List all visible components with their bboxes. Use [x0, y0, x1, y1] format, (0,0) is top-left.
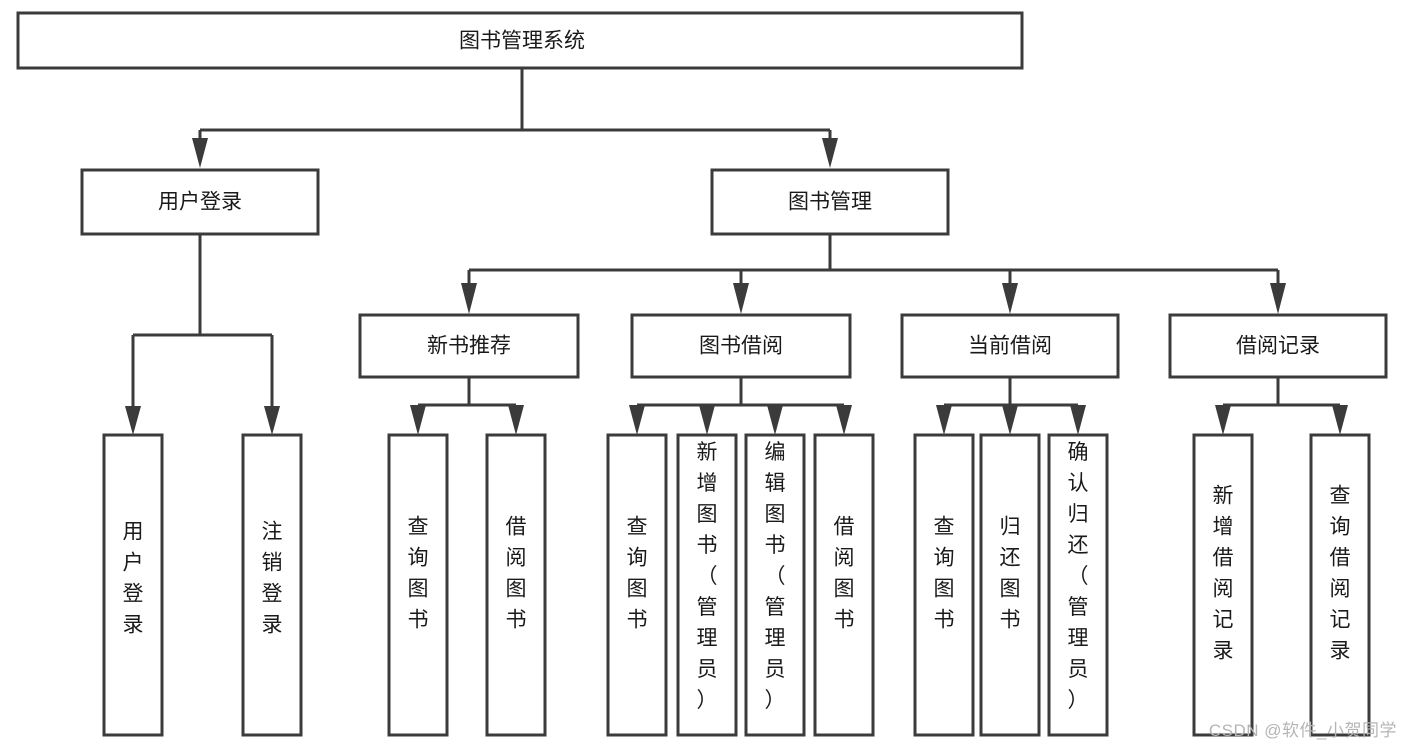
connector-current-borrow-to-leaves	[936, 377, 1086, 435]
node-new-book-rec[interactable]: 新书推荐	[358, 313, 580, 379]
node-borrow-record-box[interactable]	[1168, 313, 1388, 379]
node-current-borrow[interactable]: 当前借阅	[900, 313, 1120, 379]
arrowhead-user-login	[192, 138, 208, 168]
arrowhead-leaf-query-book-c	[936, 405, 952, 435]
arrowhead-leaf-query-book-rec	[410, 405, 426, 435]
node-leaf-return-book-label: 归还图书	[1000, 516, 1021, 632]
node-leaf-query-book-rec-label: 查询图书	[408, 516, 429, 632]
arrowhead-leaf-borrow-book-rec	[508, 405, 524, 435]
node-book-manage-box[interactable]	[710, 168, 950, 236]
node-root-box[interactable]	[16, 11, 1024, 70]
connector-book-manage-to-level3	[461, 234, 1286, 314]
arrowhead-book-manage	[822, 138, 838, 168]
node-leaf-user-login-label: 用户登录	[123, 521, 144, 637]
node-leaf-query-book-c[interactable]: 查询图书	[913, 433, 975, 737]
node-leaf-add-record[interactable]: 新增借阅记录	[1192, 433, 1254, 737]
node-book-borrow-label: 图书借阅	[699, 335, 783, 358]
node-leaf-user-logout-box[interactable]	[241, 433, 303, 737]
node-user-login[interactable]: 用户登录	[80, 168, 320, 236]
connector-root-to-level2	[192, 68, 838, 168]
node-leaf-query-record-box[interactable]	[1309, 433, 1371, 737]
node-leaf-user-logout[interactable]: 注销登录	[241, 433, 303, 737]
arrowhead-leaf-add-record	[1215, 405, 1231, 435]
node-leaf-borrow-book-rec[interactable]: 借阅图书	[485, 433, 547, 737]
arrowhead-leaf-query-book-b	[629, 405, 645, 435]
node-borrow-record[interactable]: 借阅记录	[1168, 313, 1388, 379]
node-current-borrow-label: 当前借阅	[968, 335, 1052, 358]
arrowhead-leaf-confirm-return	[1070, 405, 1086, 435]
node-leaf-edit-book-label: 编辑图书（管理员）	[765, 441, 786, 712]
node-leaf-return-book[interactable]: 归还图书	[979, 433, 1041, 737]
connector-user-login-to-leaves	[125, 234, 280, 435]
node-borrow-record-label: 借阅记录	[1236, 335, 1320, 358]
node-root-label: 图书管理系统	[459, 30, 585, 53]
node-book-borrow[interactable]: 图书借阅	[630, 313, 852, 379]
node-book-borrow-box[interactable]	[630, 313, 852, 379]
arrowhead-book-borrow	[733, 283, 749, 314]
node-leaf-add-book-box[interactable]	[676, 433, 738, 737]
node-leaf-query-book-rec[interactable]: 查询图书	[387, 433, 449, 737]
node-leaf-query-book-b-label: 查询图书	[627, 516, 648, 632]
arrowhead-leaf-user-login	[125, 406, 141, 435]
node-leaf-return-book-box[interactable]	[979, 433, 1041, 737]
node-user-login-box[interactable]	[80, 168, 320, 236]
node-leaf-confirm-return-label: 确认归还（管理员）	[1068, 441, 1089, 712]
node-leaf-query-book-c-box[interactable]	[913, 433, 975, 737]
node-new-book-rec-label: 新书推荐	[427, 335, 511, 358]
arrowhead-leaf-user-logout	[264, 406, 280, 435]
arrowhead-leaf-return-book	[1002, 405, 1018, 435]
node-leaf-add-record-box[interactable]	[1192, 433, 1254, 737]
csdn-watermark: CSDN @软件_小贺同学	[1208, 721, 1397, 740]
node-leaf-add-record-label: 新增借阅记录	[1213, 485, 1234, 663]
arrowhead-new-book-rec	[461, 283, 477, 314]
node-root[interactable]: 图书管理系统	[16, 11, 1024, 70]
node-leaf-confirm-return[interactable]: 确认归还（管理员）	[1047, 433, 1109, 737]
node-leaf-add-book-label: 新增图书（管理员）	[697, 441, 718, 712]
node-leaf-user-logout-label: 注销登录	[262, 521, 283, 637]
connector-new-book-rec-to-leaves	[410, 377, 524, 435]
connector-book-borrow-to-leaves	[629, 377, 852, 435]
node-user-login-label: 用户登录	[158, 191, 242, 214]
node-leaf-query-record-label: 查询借阅记录	[1330, 485, 1351, 663]
arrowhead-leaf-query-record	[1332, 405, 1348, 435]
node-leaf-edit-book-box[interactable]	[744, 433, 806, 737]
node-leaf-edit-book[interactable]: 编辑图书（管理员）	[744, 433, 806, 737]
connector-borrow-record-to-leaves	[1215, 377, 1348, 435]
node-new-book-rec-box[interactable]	[358, 313, 580, 379]
node-leaf-query-record[interactable]: 查询借阅记录	[1309, 433, 1371, 737]
node-current-borrow-box[interactable]	[900, 313, 1120, 379]
node-leaf-borrow-book-rec-box[interactable]	[485, 433, 547, 737]
node-leaf-query-book-c-label: 查询图书	[934, 516, 955, 632]
node-leaf-borrow-book-b-label: 借阅图书	[834, 516, 855, 632]
node-leaf-query-book-rec-box[interactable]	[387, 433, 449, 737]
node-leaf-query-book-b[interactable]: 查询图书	[606, 433, 668, 737]
node-leaf-user-login[interactable]: 用户登录	[102, 433, 164, 737]
node-book-manage[interactable]: 图书管理	[710, 168, 950, 236]
node-book-manage-label: 图书管理	[788, 191, 872, 214]
arrowhead-leaf-borrow-book-b	[836, 405, 852, 435]
node-leaf-borrow-book-b-box[interactable]	[813, 433, 875, 737]
node-leaf-borrow-book-rec-label: 借阅图书	[506, 516, 527, 632]
arrowhead-current-borrow	[1002, 283, 1018, 314]
arrowhead-leaf-edit-book	[767, 405, 783, 435]
arrowhead-leaf-add-book	[699, 405, 715, 435]
node-leaf-borrow-book-b[interactable]: 借阅图书	[813, 433, 875, 737]
node-leaf-query-book-b-box[interactable]	[606, 433, 668, 737]
node-leaf-user-login-box[interactable]	[102, 433, 164, 737]
arrowhead-borrow-record	[1270, 283, 1286, 314]
node-leaf-confirm-return-box[interactable]	[1047, 433, 1109, 737]
node-leaf-add-book[interactable]: 新增图书（管理员）	[676, 433, 738, 737]
